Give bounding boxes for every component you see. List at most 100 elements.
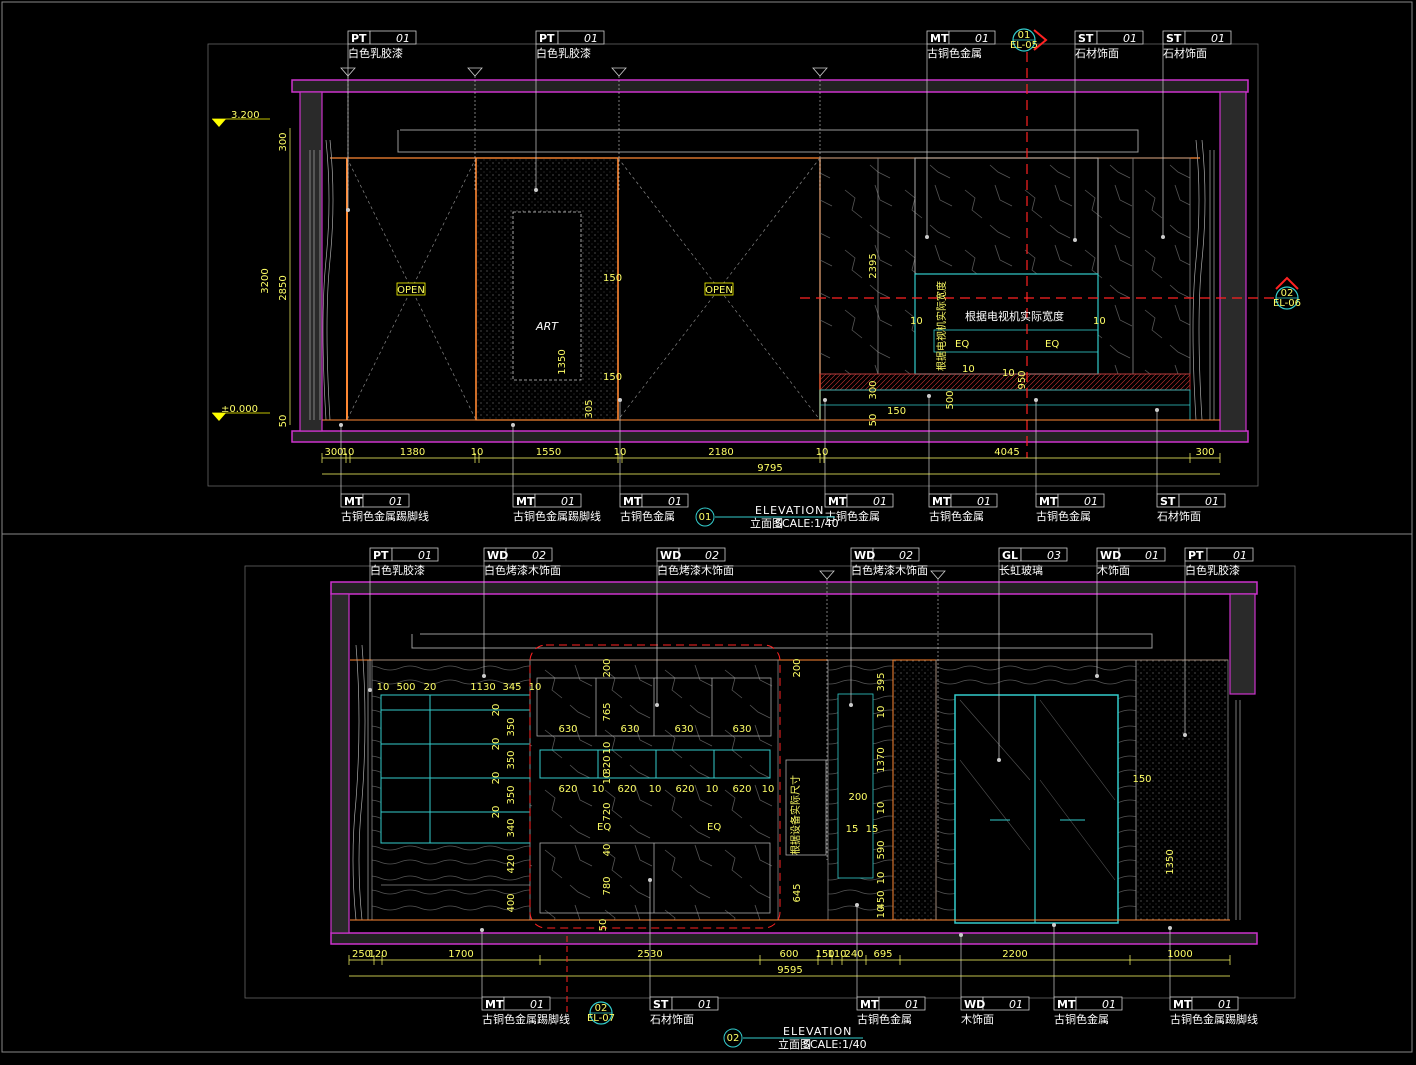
dim-row-1-value: 1550 <box>536 447 561 458</box>
tag-description: 古铜色金属踢脚线 <box>1170 1012 1258 1026</box>
cabinet-dim: 630 <box>558 724 577 735</box>
tag-leader-dot <box>1073 238 1077 242</box>
tag-description: 白色乳胶漆 <box>536 46 591 60</box>
tag-number-box <box>846 493 894 508</box>
title-name: ELEVATION <box>783 1025 852 1038</box>
tag-code: MT <box>860 998 879 1011</box>
tag-number: 01 <box>975 32 989 45</box>
tag-number-box <box>678 547 726 562</box>
section-ref: EL-05 <box>1010 40 1038 51</box>
section-ref: EL-07 <box>587 1013 615 1024</box>
tag-leader-dot <box>997 758 1001 762</box>
lighting-marker <box>930 570 946 580</box>
title-circle <box>695 507 715 527</box>
tag-number: 01 <box>698 998 712 1011</box>
dim-row-1-value: 10 <box>816 447 829 458</box>
tag-number: 02 <box>705 549 719 562</box>
tag-description: 白色乳胶漆 <box>1185 563 1240 577</box>
bookshelf <box>371 659 531 921</box>
tag-leader-dot <box>1052 923 1056 927</box>
tag-leader-dot <box>482 674 486 678</box>
vertical-dim: 340 <box>506 818 517 837</box>
tag-code: WD <box>964 998 985 1011</box>
tag-number-box <box>1075 996 1123 1011</box>
tag-number-box <box>534 493 582 508</box>
eq-label: EQ <box>1045 339 1059 350</box>
dim-row-2-value: 2200 <box>1002 949 1027 960</box>
section-arrow-right <box>1275 276 1299 290</box>
tag-leader-dot <box>648 878 652 882</box>
tag-code: MT <box>344 495 363 508</box>
tag-code: ST <box>1166 32 1182 45</box>
right-panel <box>1135 659 1229 921</box>
vertical-dim: 320 <box>602 755 613 774</box>
tag-code: MT <box>485 998 504 1011</box>
level-marker-base <box>212 413 226 421</box>
section-number: 02 <box>595 1003 608 1014</box>
tag-leader-dot <box>655 703 659 707</box>
shelf-dim: 20 <box>424 682 437 693</box>
tag-description: 白色烤漆木饰面 <box>484 563 561 577</box>
ceiling-slab <box>291 79 1249 93</box>
tag-description: 古铜色金属踢脚线 <box>341 509 429 523</box>
tag-number: 01 <box>977 495 991 508</box>
tag-code: WD <box>487 549 508 562</box>
tag-number-box <box>872 547 920 562</box>
vertical-dim: 765 <box>602 702 613 721</box>
dim-row-2-value: 110 <box>827 949 846 960</box>
vertical-dim: 20 <box>491 704 502 717</box>
left-wall <box>299 91 323 432</box>
dim-row-2-value: 695 <box>873 949 892 960</box>
cabinet-dim: 10 <box>592 784 605 795</box>
title-number: 02 <box>727 1033 740 1044</box>
eq-label: EQ <box>597 822 611 833</box>
vertical-dim: 450 <box>876 890 887 909</box>
left-dim-value: 50 <box>278 415 289 428</box>
total-dim-value: 9795 <box>757 463 782 474</box>
tv-wall <box>819 157 1191 421</box>
tag-number-box <box>950 493 998 508</box>
lighting-marker <box>340 67 356 77</box>
stone-strip <box>892 659 937 921</box>
vertical-dim: 10 <box>876 906 887 919</box>
tag-leader-dot <box>925 235 929 239</box>
tag-number: 01 <box>1009 998 1023 1011</box>
tag-number: 02 <box>899 549 913 562</box>
title-name: ELEVATION <box>755 504 824 517</box>
tv-width-note-vertical: 根据电视机实际宽度 <box>935 281 948 371</box>
tag-leader-dot <box>1183 733 1187 737</box>
section-number: 02 <box>1281 288 1294 299</box>
dim-row-1-value: 4045 <box>994 447 1019 458</box>
art-dim: 305 <box>584 399 595 418</box>
tag-code: PT <box>351 32 367 45</box>
tag-number-box <box>557 30 605 45</box>
cabinet-dim: 620 <box>558 784 577 795</box>
floor-slab <box>291 430 1249 443</box>
lighting-marker <box>812 67 828 77</box>
section-number: 01 <box>1018 30 1031 41</box>
tag-number-box <box>671 996 719 1011</box>
vertical-dim: 50 <box>598 919 609 932</box>
vertical-dim: 20 <box>491 806 502 819</box>
vertical-dim: 15 <box>866 824 879 835</box>
tag-leader-dot <box>1034 398 1038 402</box>
tag-description: 白色乳胶漆 <box>370 563 425 577</box>
tag-number: 01 <box>1123 32 1137 45</box>
shelf-dim: 1130 <box>470 682 495 693</box>
vertical-dim: 395 <box>876 672 887 691</box>
vertical-dim: 10 <box>876 872 887 885</box>
tag-number-box <box>1118 547 1166 562</box>
tag-description: 古铜色金属踢脚线 <box>513 509 601 523</box>
elevation-1 <box>207 43 1290 487</box>
shelf-dim: 345 <box>502 682 521 693</box>
tag-number: 01 <box>1211 32 1225 45</box>
tv-dim: 300 <box>868 380 879 399</box>
art-dim: 150 <box>603 372 622 383</box>
